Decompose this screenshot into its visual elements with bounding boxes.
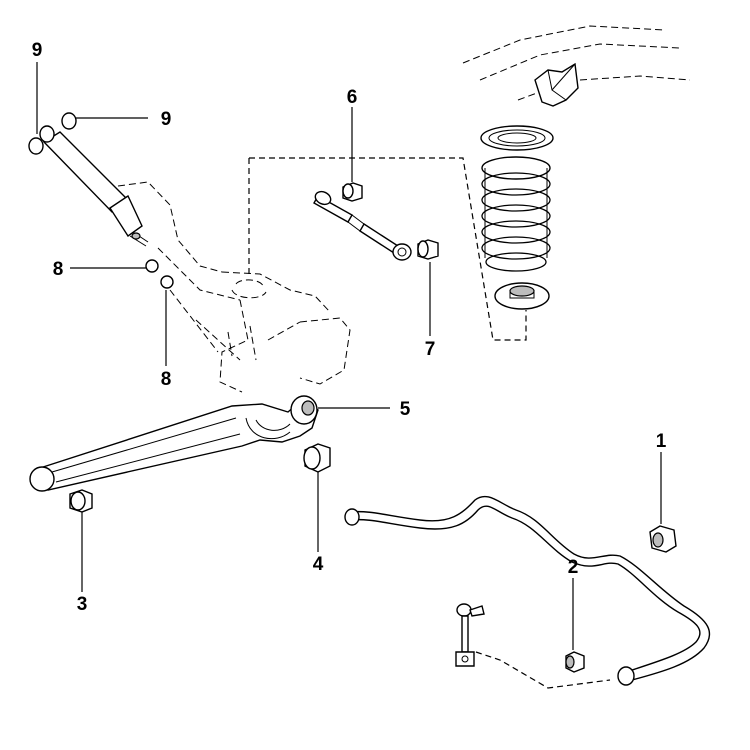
- coil-spring: [481, 156, 551, 272]
- bushing-9-right: [61, 112, 77, 130]
- link-to-bar-path: [475, 651, 611, 689]
- bushing-7: [417, 239, 439, 260]
- upper-spring-insulator: [480, 125, 554, 151]
- callout-4: 4: [313, 554, 324, 575]
- callout-8-lower: 8: [161, 369, 172, 390]
- callout-9-right: 9: [161, 109, 172, 130]
- lower-spring-insulator: [494, 282, 550, 310]
- spring-group-bracket: [248, 157, 527, 341]
- callout-7: 7: [425, 339, 436, 360]
- callout-labels: 9 9 6 7 8 8 5 4 3 1 2: [32, 40, 667, 615]
- bushing-8-upper: [145, 259, 159, 273]
- stabilizer-bar: [344, 495, 711, 686]
- upper-spring-mount: [534, 62, 579, 107]
- callout-6: 6: [347, 87, 358, 108]
- bushing-8-lower: [160, 275, 174, 289]
- bushing-3: [69, 489, 93, 513]
- leader-lines: [36, 62, 662, 650]
- callout-2: 2: [568, 557, 579, 578]
- bushing-2: [565, 651, 585, 673]
- stabilizer-link: [455, 603, 485, 667]
- callout-1: 1: [656, 431, 667, 452]
- lateral-control-rod: [313, 190, 412, 261]
- callout-5: 5: [400, 399, 411, 420]
- callout-8-upper: 8: [53, 259, 64, 280]
- bushing-9-left: [28, 125, 55, 155]
- callout-9-top: 9: [32, 40, 43, 61]
- bushing-6: [342, 182, 363, 202]
- bushing-1: [649, 525, 677, 553]
- axle-housing-outline: [117, 181, 351, 393]
- callout-3: 3: [77, 594, 88, 615]
- trailing-arm: [29, 395, 319, 492]
- shock-absorber: [42, 131, 149, 247]
- bushing-4: [303, 443, 331, 473]
